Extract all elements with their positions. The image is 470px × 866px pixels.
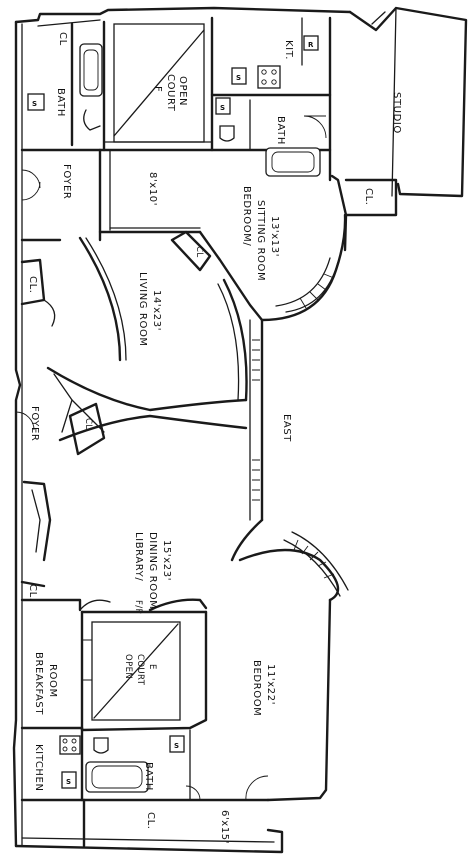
label-breakfast-2: ROOM [47, 664, 58, 698]
label-kit: KIT. [283, 40, 294, 60]
label-room-6x15: 6'x15' [219, 810, 230, 844]
court-e [80, 610, 208, 732]
label-bath-lower: BATH [143, 762, 154, 791]
label-open-court-e-1: OPEN [123, 654, 133, 679]
sink-s-top: S [32, 100, 37, 108]
fridge-r: R [308, 41, 314, 49]
refrigerator-icon [303, 35, 319, 51]
label-cl-mid: CL [83, 418, 93, 429]
label-breakfast-1: BREAKFAST [33, 652, 44, 715]
label-open-court-f-2: COURT [165, 74, 176, 112]
toilet-icon [219, 125, 235, 142]
bath-sink-icon [215, 97, 231, 115]
label-bedroom-sitting-1: BEDROOM/ [241, 186, 252, 246]
sitting-room-walls [198, 213, 347, 322]
label-open-court-e-3: E [147, 664, 157, 670]
label-cl-studio: CL. [363, 188, 374, 206]
top-section-walls [20, 16, 332, 242]
label-fp: F/P [133, 600, 143, 614]
label-cl-living-right: CL [194, 246, 204, 257]
label-bedroom-sitting-2: SITTING ROOM [255, 200, 266, 281]
label-foyer-top: FOYER [61, 164, 72, 199]
label-room-8x10: 8'x10' [147, 172, 158, 206]
kit-sink-icon [231, 67, 247, 85]
label-foyer-mid: FOYER [29, 406, 40, 441]
label-living-room-1: LIVING ROOM [137, 272, 148, 347]
lower-bath-sink-icon [169, 735, 185, 753]
kit-sink-s: S [236, 74, 241, 82]
kitchen-bath-walls [20, 726, 270, 848]
label-library-dining-3: 15'x23' [161, 540, 172, 581]
east-windows [252, 339, 260, 501]
label-bedroom-sitting-3: 13'x13' [269, 216, 280, 257]
label-studio: STUDIO [391, 92, 402, 134]
kitchen-sink-s: S [66, 778, 71, 786]
living-room-walls [20, 230, 248, 442]
label-cl-lower: CL. [27, 584, 38, 602]
label-bath-mid: BATH [275, 116, 286, 145]
label-cl-top: CL [57, 32, 68, 46]
kitchen-sink-icon [61, 771, 77, 789]
stove-icon [257, 65, 281, 89]
label-bedroom-1: BEDROOM [251, 660, 262, 716]
label-bath-top: BATH [55, 88, 66, 117]
label-cl-bottom: CL. [145, 812, 156, 830]
label-open-court-e-2: COURT [135, 654, 145, 686]
label-open-court-f-1: OPEN [177, 76, 188, 106]
library-walls [20, 480, 349, 612]
label-cl-living-left: CL. [27, 276, 38, 294]
label-library-dining-1: LIBRARY/ [133, 532, 144, 581]
bath-sink-s: S [220, 104, 225, 112]
outer-walls [12, 6, 468, 854]
label-living-room-2: 14'x23' [151, 290, 162, 331]
label-open-court-f-3: F [152, 86, 163, 92]
label-library-dining-2: DINING ROOM [147, 532, 158, 609]
label-east: EAST [281, 414, 292, 442]
lower-bath-sink-s: S [174, 742, 179, 750]
label-kitchen: KITCHEN [33, 744, 44, 792]
label-bedroom-2: 11'x22' [265, 664, 276, 705]
